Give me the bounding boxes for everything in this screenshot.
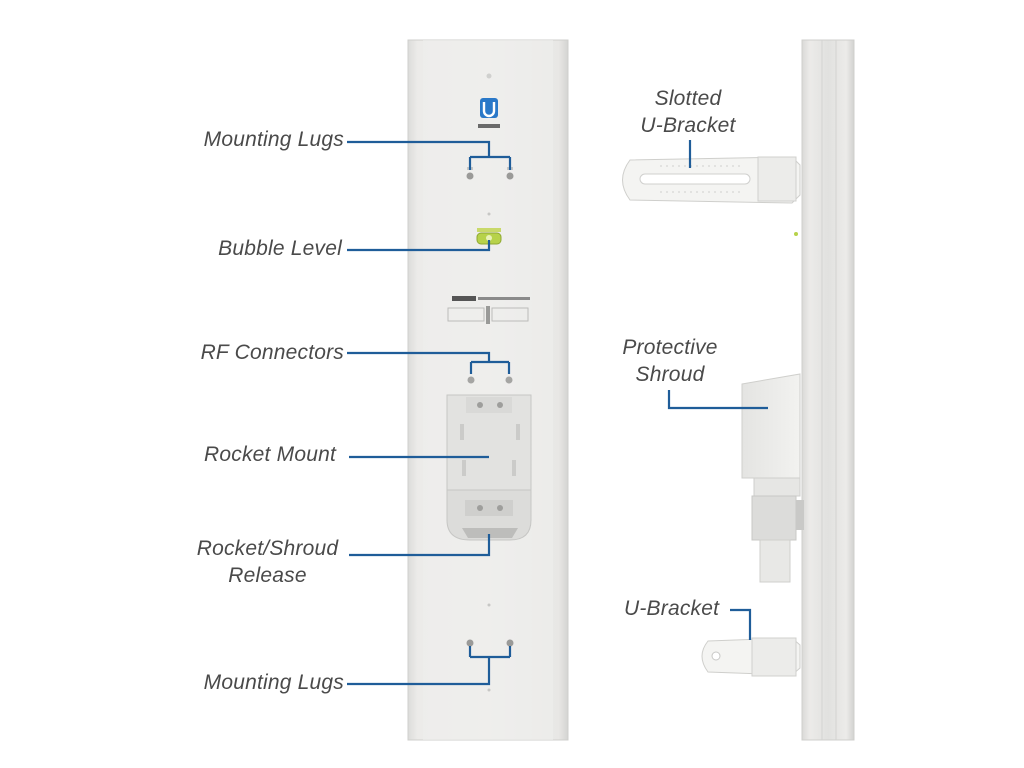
label-mounting-lugs-bottom: Mounting Lugs	[203, 671, 344, 694]
side-antenna	[622, 39, 855, 741]
label-rocket-shroud-release: Rocket/Shroud Release	[190, 535, 345, 589]
label-slotted-u-bracket-line2: U-Bracket	[640, 114, 736, 137]
protective-shroud	[741, 373, 804, 583]
product-label	[447, 296, 530, 324]
slotted-u-bracket	[622, 156, 801, 204]
label-slotted-u-bracket: Slotted U-Bracket	[628, 85, 748, 139]
label-rocket-shroud-release-line2: Release	[228, 564, 307, 587]
label-bubble-level: Bubble Level	[218, 237, 342, 260]
rocket-mount	[446, 394, 532, 541]
leader-lines	[347, 140, 768, 686]
label-mounting-lugs-top: Mounting Lugs	[203, 128, 344, 151]
u-bracket	[701, 637, 801, 677]
label-protective-shroud: Protective Shroud	[612, 334, 728, 388]
brand-logo	[478, 98, 500, 128]
label-rf-connectors: RF Connectors	[200, 341, 344, 364]
label-protective-shroud-line2: Shroud	[635, 363, 705, 386]
label-protective-shroud-line1: Protective	[622, 336, 718, 359]
label-rocket-mount: Rocket Mount	[204, 443, 336, 466]
label-slotted-u-bracket-line1: Slotted	[654, 87, 722, 110]
bubble-level	[476, 228, 502, 245]
label-u-bracket: U-Bracket	[624, 597, 720, 620]
label-rocket-shroud-release-line1: Rocket/Shroud	[196, 537, 339, 560]
